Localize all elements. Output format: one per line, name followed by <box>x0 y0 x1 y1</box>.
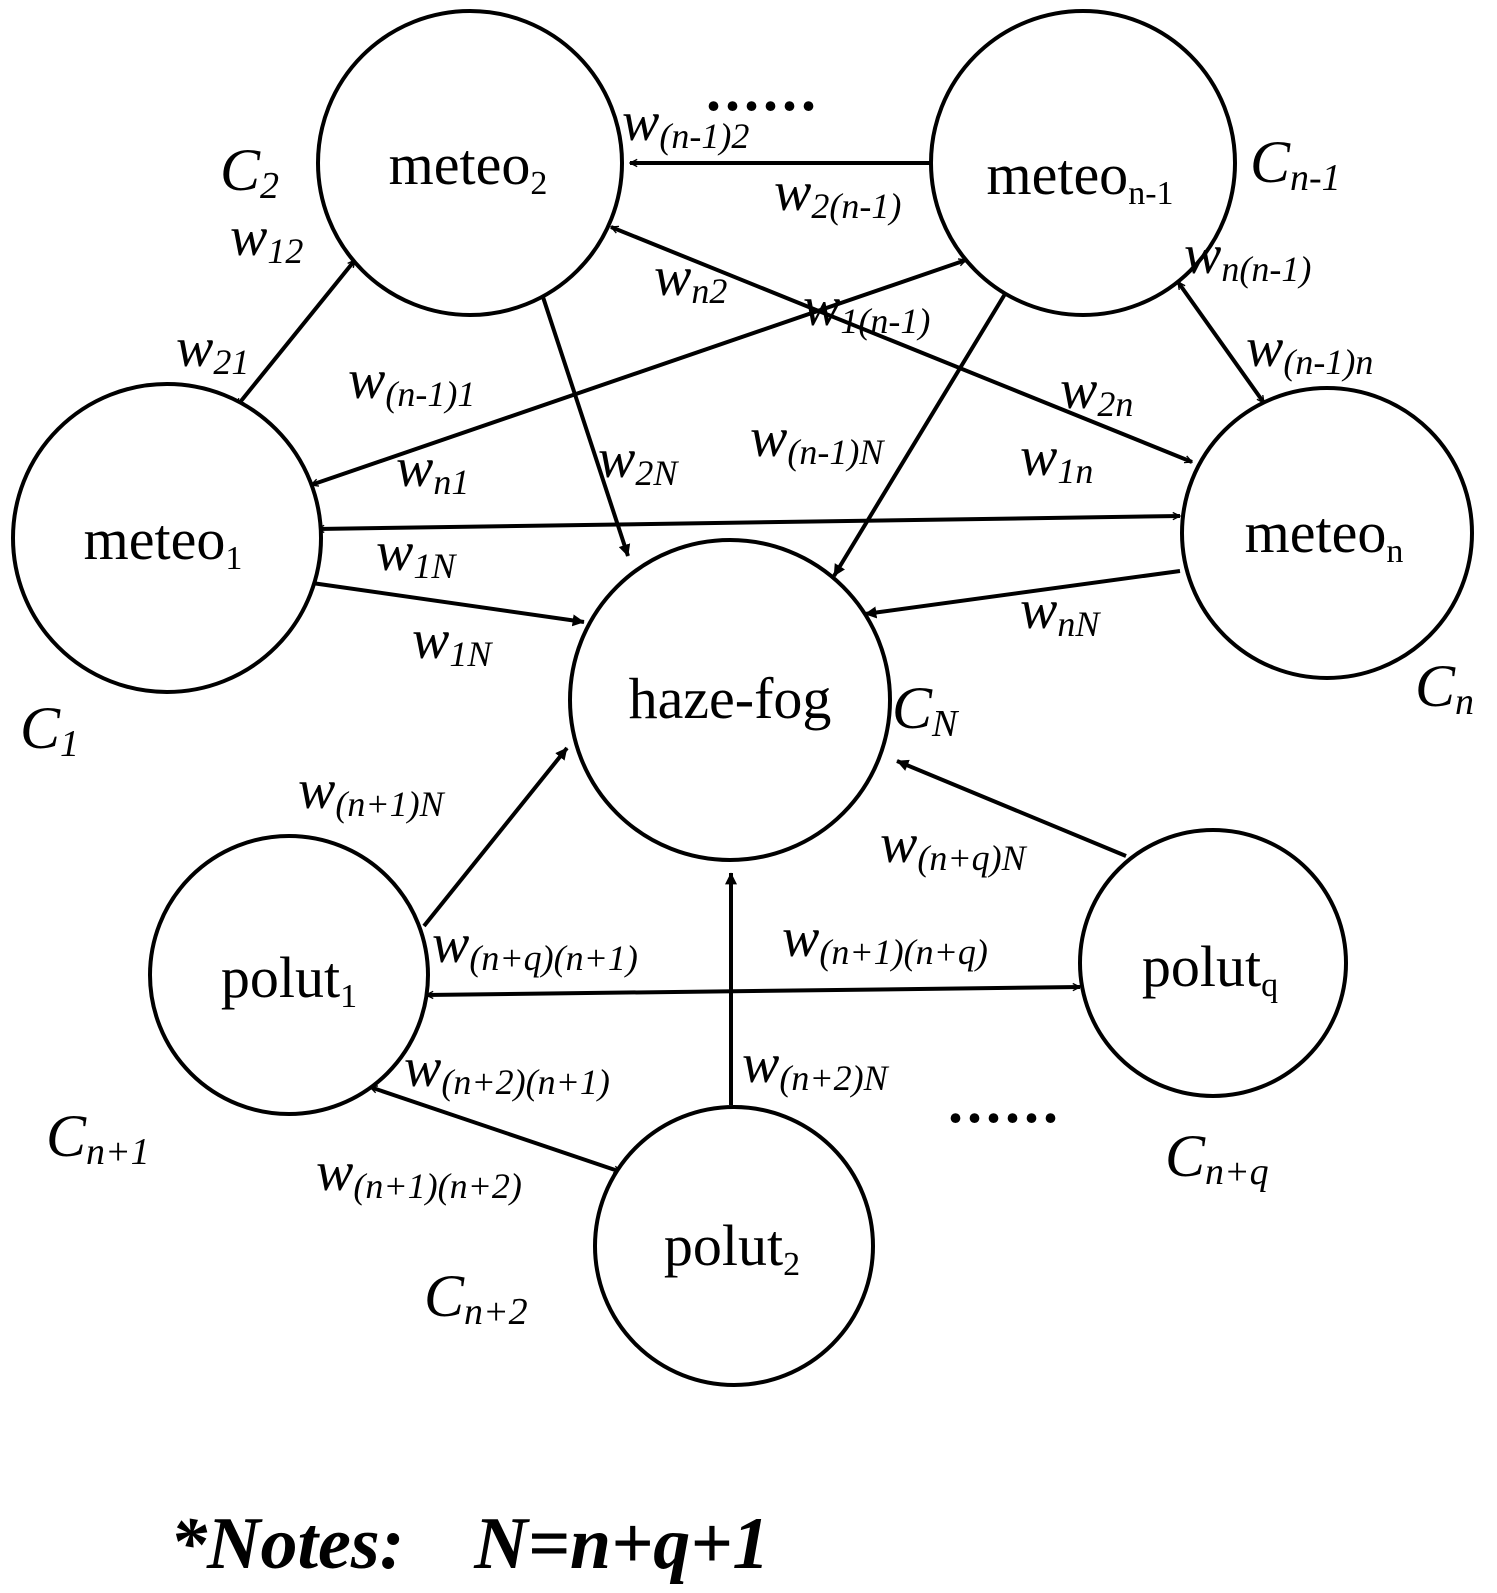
note-prefix: *Notes: <box>170 1503 404 1585</box>
weight-label: wn(n-1) <box>1184 224 1311 289</box>
concept-c1: C1 <box>20 695 79 765</box>
concept-cN: CN <box>892 675 960 745</box>
concept-cn+2: Cn+2 <box>424 1263 528 1333</box>
concept-cn+1: Cn+1 <box>46 1103 150 1173</box>
weight-label: w2(n-1) <box>774 161 901 226</box>
weight-label: w(n+q)(n+1) <box>432 913 638 978</box>
weight-label: w(n+1)(n+2) <box>316 1141 522 1206</box>
svg-text:haze-fog: haze-fog <box>629 666 832 731</box>
svg-text:meteon: meteon <box>1245 500 1404 570</box>
edges <box>235 163 1266 1174</box>
weight-label: w2n <box>1060 359 1133 424</box>
note-formula: N=n+q+1 <box>473 1503 769 1585</box>
edge-polut1-polut2 <box>370 1085 621 1174</box>
node-meteo1: meteo1 <box>11 382 323 694</box>
edge-meteon-hazefog <box>864 569 1181 619</box>
edge-meteo2-hazefog <box>540 293 631 557</box>
node-haze-fog: haze-fog <box>568 538 892 862</box>
svg-text:polut2: polut2 <box>664 1213 800 1283</box>
weight-label: w21 <box>176 317 249 382</box>
edge-meteon1-hazefog <box>832 287 1010 578</box>
weight-label: wn2 <box>654 246 727 311</box>
weight-labels: w(n-1)2 w2(n-1) w12 w21 wn2 w1(n-1) wn(n… <box>176 91 1373 1206</box>
weight-label: w(n-1)n <box>1246 317 1373 382</box>
ellipsis-top: ...... <box>706 57 820 123</box>
weight-label: w1(n-1) <box>803 276 930 341</box>
svg-text:polutq: polutq <box>1142 934 1278 1004</box>
edge-meteo1-meteon <box>317 516 1180 529</box>
weight-label: w(n-1)N <box>750 407 885 472</box>
edge-polut1-polutq <box>426 987 1080 995</box>
edge-meteo1-hazefog <box>311 581 585 627</box>
nodes: meteo1 meteo2 meteon-1 meteon haze-fog p… <box>11 9 1474 1387</box>
edge-meteo1-meteon1 <box>311 258 966 487</box>
node-meteo-n: meteon <box>1180 386 1474 680</box>
weight-label: w(n+1)(n+q) <box>782 907 988 972</box>
concept-labels: C1 C2 Cn-1 Cn CN Cn+1 Cn+2 Cn+q <box>20 129 1474 1333</box>
node-meteo-n-1: meteon-1 <box>929 9 1237 317</box>
edge-polutq-hazefog <box>896 759 1127 858</box>
weight-label: w(n-1)1 <box>348 349 475 414</box>
edge-polut1-hazefog <box>422 746 569 928</box>
edge-meteon1-meteon <box>1176 282 1266 403</box>
concept-cn-1: Cn-1 <box>1250 129 1341 199</box>
note: *Notes: N=n+q+1 <box>170 1503 769 1585</box>
node-polutq: polutq <box>1078 828 1348 1098</box>
weight-label: w1n <box>1020 426 1093 491</box>
concept-cn: Cn <box>1415 653 1474 723</box>
weight-label: w(n+2)N <box>742 1033 890 1098</box>
svg-text:meteo1: meteo1 <box>84 507 243 577</box>
weight-label: w1N <box>412 609 493 674</box>
svg-text:meteon-1: meteon-1 <box>986 142 1173 212</box>
weight-label: w(n+2)(n+1) <box>404 1037 610 1102</box>
weight-label: w12 <box>230 206 303 271</box>
concept-cn+q: Cn+q <box>1165 1123 1269 1193</box>
svg-text:meteo2: meteo2 <box>389 132 548 202</box>
weight-label: w(n+q)N <box>880 813 1028 878</box>
weight-label: wn1 <box>396 437 469 502</box>
weight-label: w(n+1)N <box>298 759 446 824</box>
svg-text:polut1: polut1 <box>221 945 357 1015</box>
weight-label: w(n-1)2 <box>622 91 749 156</box>
weight-label: w1N <box>376 521 457 586</box>
concept-c2: C2 <box>220 137 279 207</box>
weight-label: w2N <box>598 428 679 493</box>
edge-meteo1-meteo2 <box>235 258 357 408</box>
node-meteo2: meteo2 <box>316 9 624 317</box>
weight-label: wnN <box>1020 579 1101 644</box>
ellipsis-bottom: ...... <box>948 1069 1062 1135</box>
node-polut1: polut1 <box>148 834 430 1116</box>
node-polut2: polut2 <box>593 1105 875 1387</box>
